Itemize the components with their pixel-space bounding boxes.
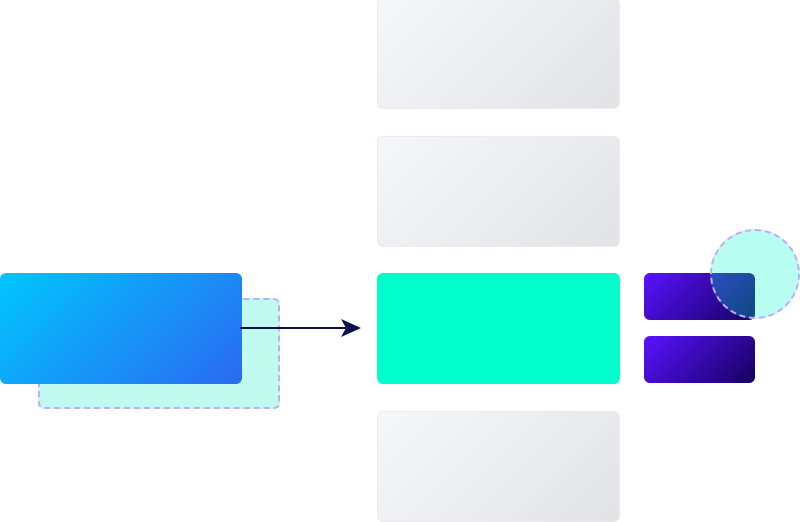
drop-target-circle	[710, 229, 800, 319]
slot-1	[377, 0, 620, 109]
slot-3-active[interactable]	[377, 273, 620, 384]
arrow-right-icon	[240, 319, 361, 337]
slot-4	[377, 411, 620, 522]
source-card[interactable]	[0, 273, 242, 384]
mini-card-2[interactable]	[644, 336, 755, 383]
slot-2	[377, 136, 620, 247]
